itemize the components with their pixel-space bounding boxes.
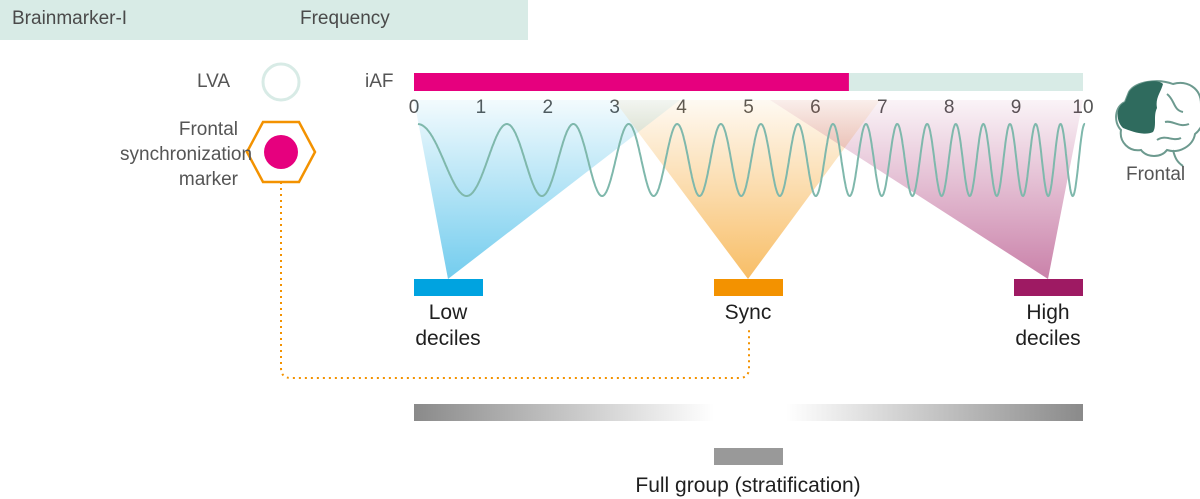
lva-circle-icon: [261, 62, 301, 102]
frontal-sync-marker-label: Frontal synchronization marker: [120, 117, 253, 192]
dotted-connector: [280, 182, 750, 379]
brain-region-label: Frontal: [1126, 164, 1186, 185]
iaf-tick-label: 0: [409, 97, 420, 118]
low-deciles-label: Low deciles: [398, 300, 498, 352]
high-deciles-line-2: deciles: [1015, 327, 1081, 350]
full-group-label: Full group (stratification): [635, 474, 861, 497]
iaf-fill: [414, 73, 849, 91]
frontal-sync-line-2: synchronization: [120, 144, 253, 165]
high-deciles-label: High deciles: [998, 300, 1098, 352]
high-deciles-bar: [1014, 279, 1083, 296]
sync-spotlight: [614, 100, 880, 279]
sync-bar: [714, 279, 783, 296]
sync-marker-dot-icon: [264, 135, 298, 169]
low-deciles-bar: [414, 279, 483, 296]
low-deciles-line-1: Low: [428, 301, 468, 324]
header-bar: [0, 0, 528, 40]
full-group-bar: [714, 448, 783, 465]
header-right-label: Frequency: [300, 8, 390, 29]
brain-icon: [1115, 80, 1200, 167]
frequency-wave: [417, 122, 1086, 198]
iaf-label: iAF: [365, 71, 394, 92]
sync-label: Sync: [698, 300, 798, 326]
low-deciles-line-2: deciles: [415, 327, 481, 350]
lva-label: LVA: [197, 71, 231, 92]
sync-line-1: Sync: [724, 301, 772, 324]
frontal-sync-line-1: Frontal: [178, 119, 238, 140]
low-spotlight: [414, 100, 680, 279]
high-deciles-line-1: High: [1026, 301, 1070, 324]
high-spotlight: [770, 100, 1083, 279]
stratification-bar-left: [414, 404, 714, 421]
frontal-sync-line-3: marker: [178, 169, 238, 190]
stratification-bar-right: [786, 404, 1083, 421]
header-left-label: Brainmarker-I: [12, 8, 128, 29]
